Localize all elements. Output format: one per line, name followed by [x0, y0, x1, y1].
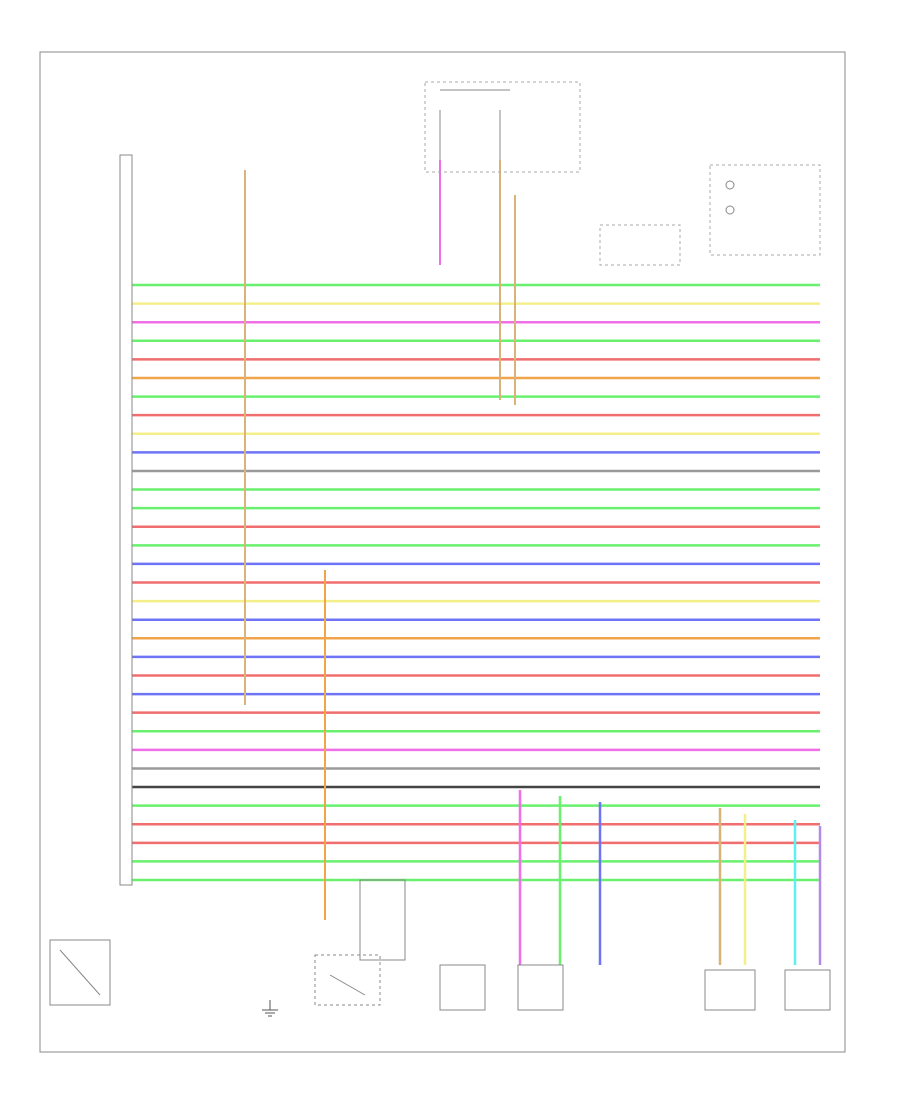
- bottom-component-2: [359, 879, 406, 961]
- wire-harness: [132, 160, 822, 965]
- bottom-component-5: [704, 969, 756, 1011]
- bottom-component-6: [784, 969, 831, 1011]
- bottom-component-4: [517, 964, 564, 1011]
- bottom-component-3: [439, 964, 486, 1011]
- ground-symbol: [262, 1000, 278, 1017]
- bottom-left-device: [49, 939, 111, 1006]
- left-connector-block: [119, 154, 133, 886]
- top-right-module: [709, 164, 821, 256]
- diagram-frame: [39, 51, 846, 1053]
- bottom-component-1: [314, 954, 381, 1006]
- top-fuse-block: [424, 81, 581, 173]
- relay-component: [599, 224, 681, 266]
